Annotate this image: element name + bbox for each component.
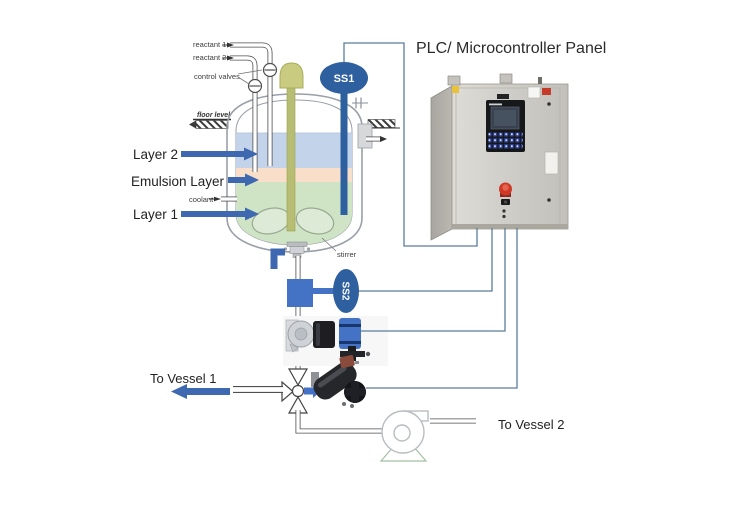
panel-bolt-3 <box>547 102 551 106</box>
pump-motor-blue <box>339 318 361 349</box>
hmi-brand-text <box>489 103 502 106</box>
reactor-vessel <box>226 93 387 258</box>
signal-ss2-to-panel <box>359 228 493 292</box>
key-switch <box>501 199 510 205</box>
layer-labels: Layer 2 Emulsion Layer Layer 1 <box>131 147 259 222</box>
layer1-arrow-head <box>245 207 259 221</box>
panel-bolt-1 <box>502 209 506 213</box>
ss2-sensor-box <box>287 279 313 307</box>
control-valves-leader-1 <box>237 69 263 75</box>
vessel-support-lug <box>357 123 373 149</box>
to-vessel-1-arrow <box>186 388 230 395</box>
floor-hatch-arrow <box>189 120 196 129</box>
hmi-screen-content <box>494 110 516 126</box>
stirrer-label: stirrer <box>337 250 357 259</box>
control-valves-label: control valves <box>194 72 240 81</box>
outlet-flow-elbow <box>270 248 285 269</box>
emergency-stop-button <box>499 182 512 197</box>
panel-yellow-sticker <box>452 86 459 93</box>
panel-lifting-lug-left <box>447 75 461 86</box>
emulsion-label: Emulsion Layer <box>131 174 225 189</box>
signal-ss1-to-panel <box>343 42 478 247</box>
panel-bolt-2 <box>502 214 506 219</box>
actuator-gearbox <box>339 355 355 368</box>
stirrer-assembly <box>279 62 304 232</box>
bottom-outlet-valve <box>283 241 311 258</box>
ss1-label: SS1 <box>334 73 355 85</box>
floor-level-label: floor level <box>197 112 231 119</box>
hmi-display <box>486 100 525 152</box>
panel-side-face <box>430 85 453 241</box>
to-vessel-1-label: To Vessel 1 <box>150 371 217 386</box>
control-valve-2 <box>247 78 263 94</box>
panel-red-sticker <box>542 88 551 95</box>
plc-panel <box>430 73 569 241</box>
emulsion-arrow-head <box>245 173 259 187</box>
panel-name-plate <box>497 94 509 99</box>
panel-title: PLC/ Microcontroller Panel <box>416 40 606 57</box>
panel-lifting-lug-right <box>499 73 513 84</box>
pump-eye <box>393 424 411 442</box>
stirrer-shaft <box>286 83 296 232</box>
coolant-label: coolant <box>189 195 214 204</box>
signal-pump-to-panel <box>361 228 506 332</box>
reactant-labels: reactant 1 reactant 2 control valves <box>193 40 263 85</box>
layer2-label: Layer 2 <box>133 147 178 162</box>
stirrer-callout: stirrer <box>321 237 357 259</box>
ss1-probe <box>340 90 348 215</box>
to-vessel-1-arrow-head <box>171 384 187 399</box>
actuator-motor-body <box>313 362 357 400</box>
ss1-sensor: SS1 <box>320 62 368 215</box>
signal-wiring <box>343 42 518 389</box>
ss2-bubble <box>333 269 359 313</box>
panel-top-bolt <box>538 77 542 84</box>
stirrer-motor-dome <box>279 62 304 89</box>
floor-hatch-left <box>195 120 229 129</box>
floor-level-left: floor level <box>189 112 231 129</box>
control-valve-1 <box>262 62 278 78</box>
panel-white-sticker <box>527 86 541 99</box>
centrifugal-pump <box>379 410 429 462</box>
ss1-bubble <box>320 62 368 94</box>
panel-bolt-4 <box>547 198 551 202</box>
valve-actuator-motor <box>311 355 366 408</box>
reactant2-label: reactant 2 <box>193 53 226 62</box>
panel-door-label <box>544 151 559 175</box>
reactant1-label: reactant 1 <box>193 40 226 49</box>
panel-bottom-edge <box>452 224 568 229</box>
jacket-outlet-stub <box>366 136 387 142</box>
to-vessel-1: To Vessel 1 <box>150 371 283 399</box>
reactant-feed-pipes <box>230 42 278 172</box>
hmi-keypad <box>487 131 524 151</box>
layer2-arrow-head <box>244 147 258 161</box>
dosing-pump-assembly <box>283 316 388 366</box>
reactant1-arrow-icon <box>227 42 234 48</box>
control-valves-leader-2 <box>237 76 250 85</box>
floor-level-right <box>367 119 400 129</box>
reactant2-arrow-icon <box>227 55 234 61</box>
signal-valve-motor-to-panel <box>366 228 518 389</box>
to-vessel-2-label: To Vessel 2 <box>498 417 565 432</box>
coolant-inlet: coolant <box>189 195 237 204</box>
stirrer-leader <box>321 237 337 252</box>
coolant-arrow-icon <box>214 196 221 202</box>
vessel-jacket <box>226 93 363 253</box>
ss2-sensor: SS2 <box>333 269 359 313</box>
ss2-label: SS2 <box>340 282 351 301</box>
layer1-label: Layer 1 <box>133 207 178 222</box>
